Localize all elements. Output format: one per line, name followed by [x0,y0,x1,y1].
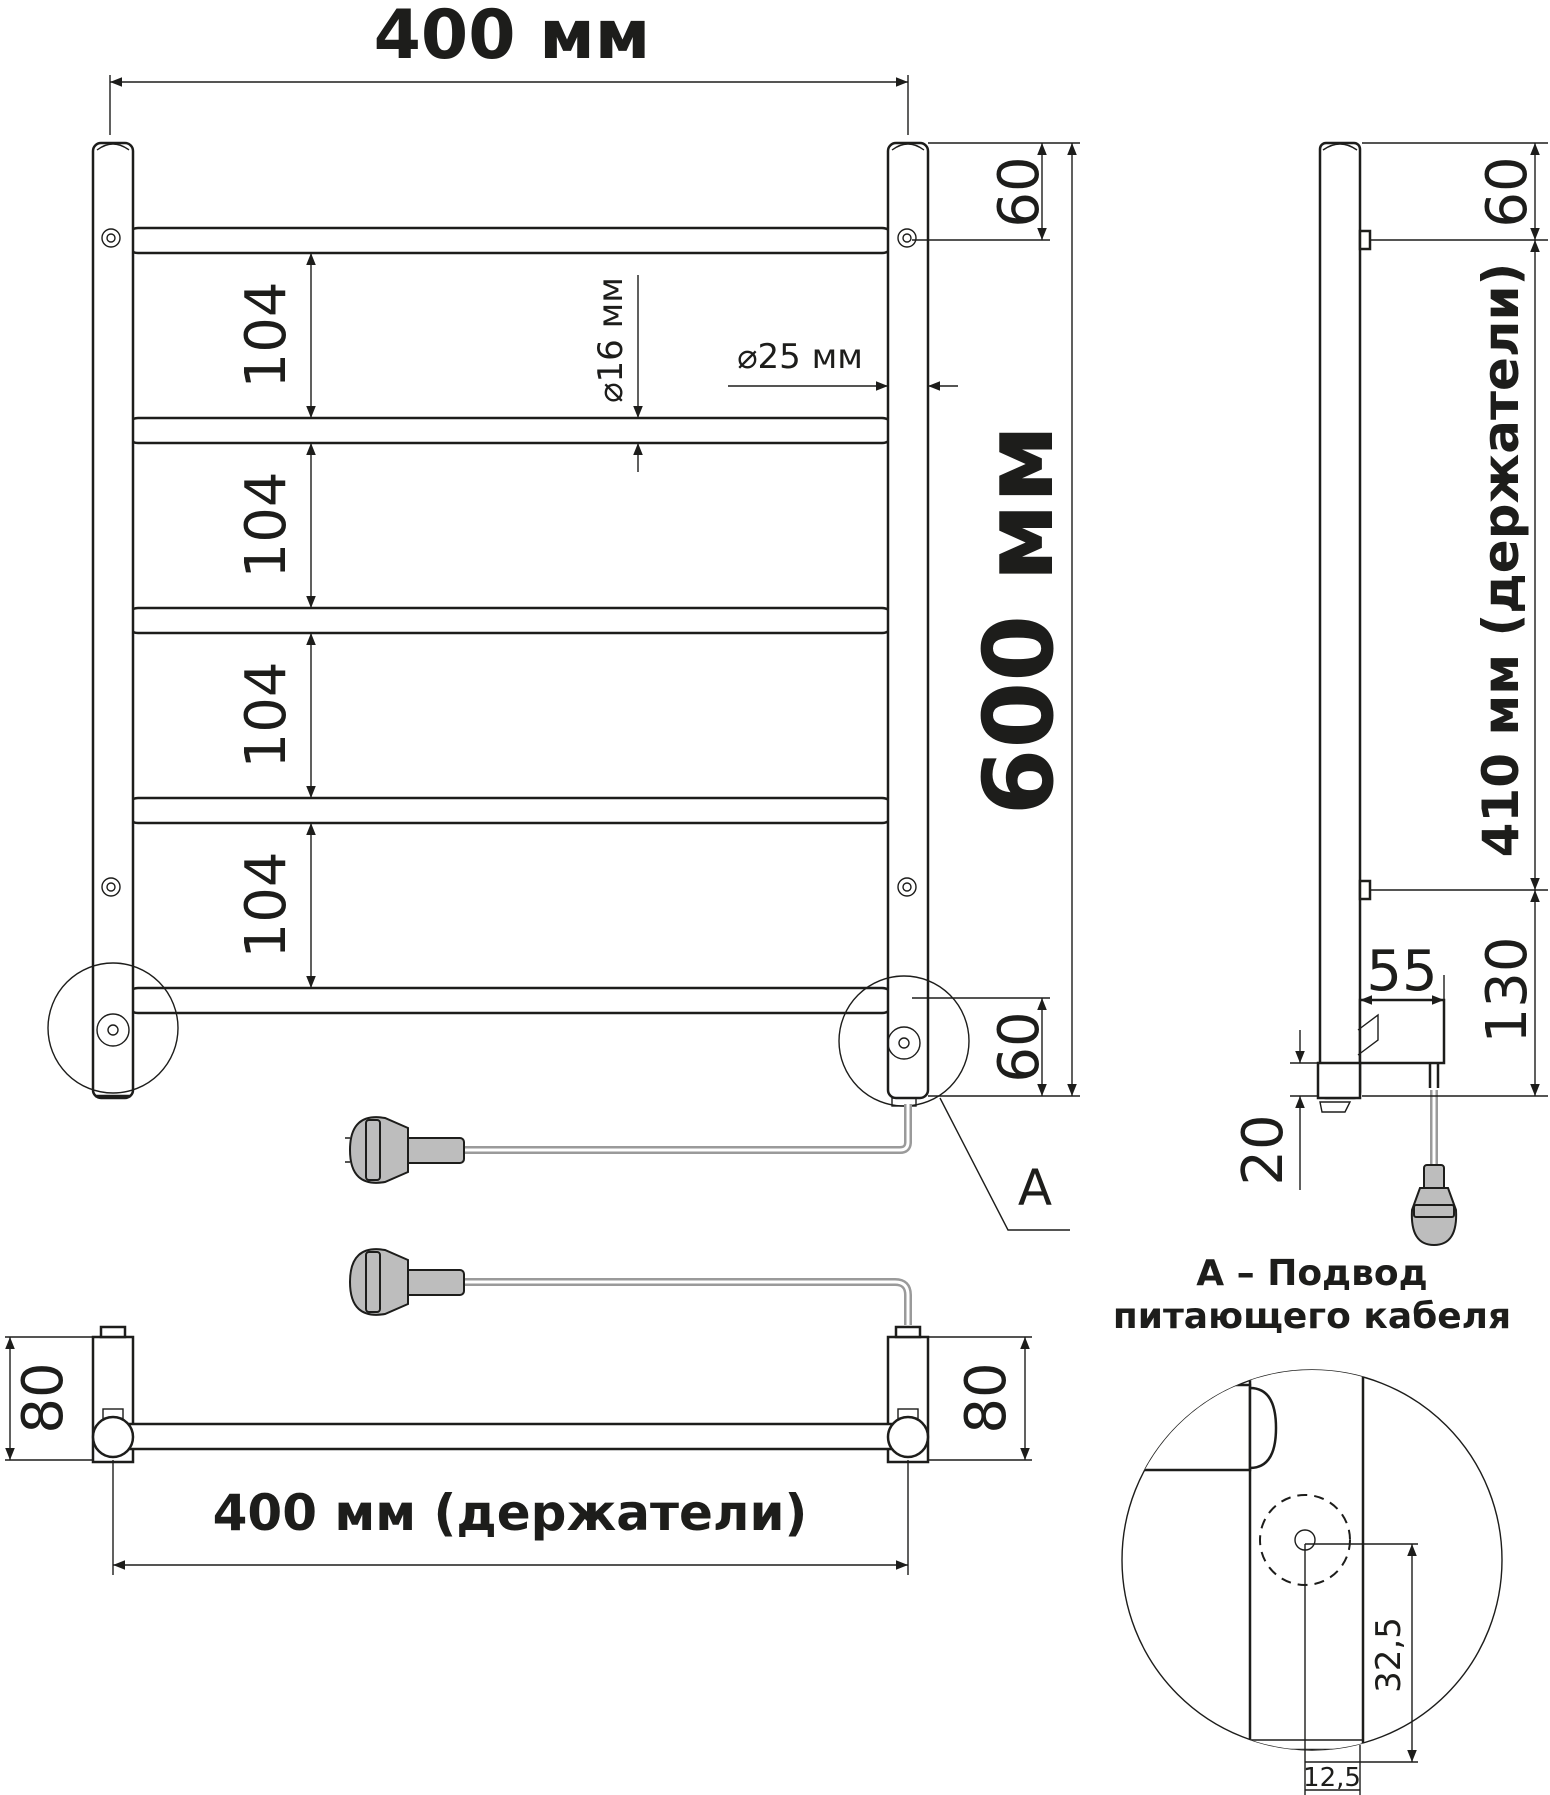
plan-right-label: 80 [954,1362,1019,1433]
right-post [886,141,930,1100]
detail-offset-label: 12,5 [1303,1763,1361,1793]
post-diameter-label: ⌀25 мм [737,337,863,377]
side-base-label: 20 [1231,1114,1296,1185]
plan-view: 80 80 400 мм (держатели) [5,1248,1032,1575]
detail-title-line2: питающего кабеля [1113,1296,1511,1337]
bottom-offset-label: 60 [987,1011,1052,1082]
side-bottom-label: 130 [1475,937,1540,1044]
spacing-label-3: 104 [234,662,299,769]
spacing-label-1: 104 [234,282,299,389]
plug-icon [345,1116,465,1184]
plan-left-label: 80 [11,1362,76,1433]
detail-a: A – Подвод питающего кабеля 32,5 12,5 [1113,1253,1511,1795]
spacing-label-4: 104 [234,852,299,959]
spacing-label-2: 104 [234,472,299,579]
plan-plug-icon [348,1248,465,1316]
side-view: 60 410 мм (держатели) 130 55 20 [1231,141,1548,1247]
callout-a-letter: A [1018,1159,1052,1217]
side-depth-label: 55 [1366,939,1437,1004]
detail-height-label: 32,5 [1369,1617,1409,1693]
left-post [91,141,135,1100]
side-plug-icon [1410,1164,1458,1247]
rung-diameter-label: ⌀16 мм [591,277,631,403]
left-detail-circle [47,962,179,1094]
front-view: 400 мм [47,0,1080,1231]
side-top-label: 60 [1475,156,1540,227]
top-offset-label: 60 [987,156,1052,227]
detail-title-line1: A – Подвод [1196,1253,1427,1294]
plan-width-label: 400 мм (держатели) [213,1484,808,1542]
side-holders-label: 410 мм (держатели) [1472,263,1530,858]
width-top-label: 400 мм [374,0,651,75]
screw-icons [101,228,917,897]
height-total-label: 600 мм [963,425,1075,816]
